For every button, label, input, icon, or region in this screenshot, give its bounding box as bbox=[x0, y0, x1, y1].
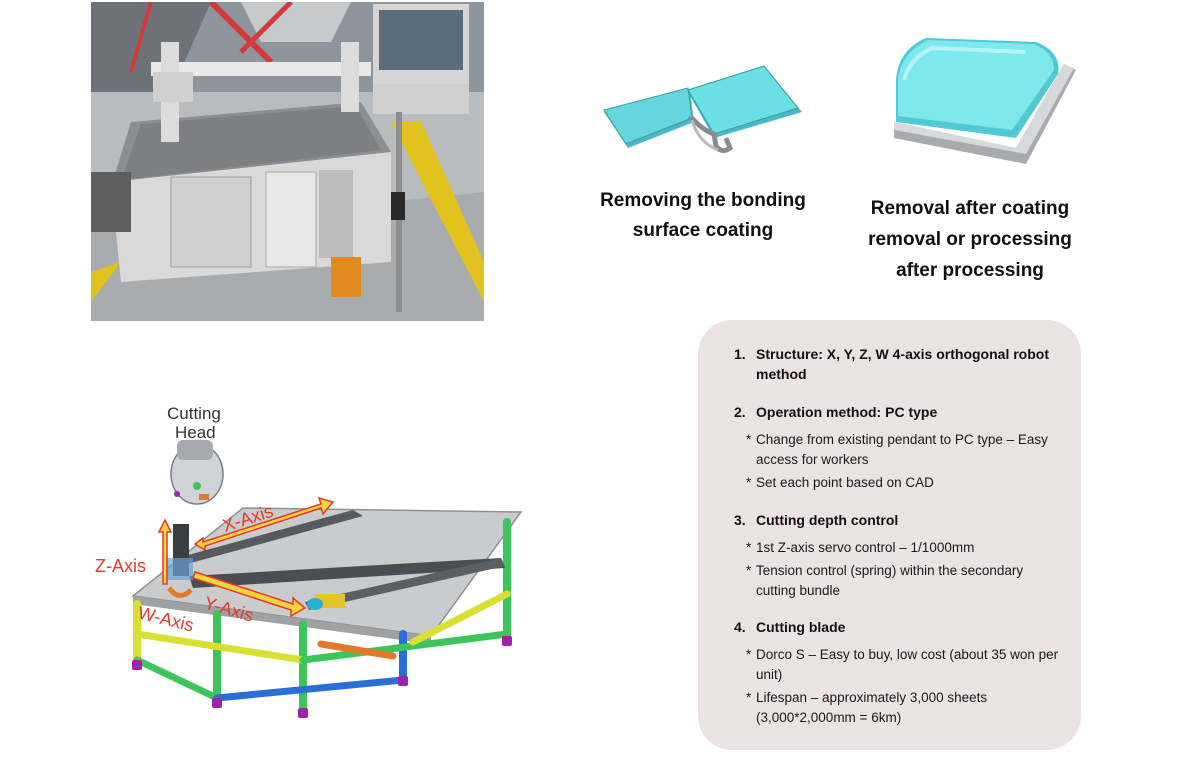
axis-diagram: Cutting Head X-Axis Y-Axis Z-Axis W-Axis bbox=[93, 398, 525, 728]
spec-number: 2. bbox=[734, 404, 746, 420]
spec-section-operation: 2. Operation method: PC type * Change fr… bbox=[734, 402, 1064, 493]
spec-title-text: Structure: X, Y, Z, W 4-axis orthogonal … bbox=[756, 346, 1049, 382]
spec-title-text: Cutting depth control bbox=[756, 512, 899, 528]
bullet-star-icon: * bbox=[746, 475, 752, 490]
spec-panel: 1. Structure: X, Y, Z, W 4-axis orthogon… bbox=[698, 320, 1081, 750]
spec-title: 2. Operation method: PC type bbox=[734, 402, 1064, 422]
bonding-surface-caption: Removing the bonding surface coating bbox=[600, 190, 806, 241]
spec-title-text: Cutting blade bbox=[756, 619, 846, 635]
spec-title: 4. Cutting blade bbox=[734, 617, 1064, 637]
bonding-surface-coating-icon bbox=[598, 60, 808, 160]
spec-section-blade: 4. Cutting blade * Dorco S – Easy to buy… bbox=[734, 617, 1064, 728]
cutting-head-label-line-2: Head bbox=[175, 423, 216, 442]
machine-photo-illustration bbox=[91, 2, 484, 321]
spec-bullet-text: Set each point based on CAD bbox=[756, 475, 934, 490]
spec-title: 1. Structure: X, Y, Z, W 4-axis orthogon… bbox=[734, 344, 1064, 384]
spec-bullet-text: Tension control (spring) within the seco… bbox=[756, 563, 1024, 598]
bullet-star-icon: * bbox=[746, 432, 752, 447]
spec-section-structure: 1. Structure: X, Y, Z, W 4-axis orthogon… bbox=[734, 344, 1064, 384]
spec-bullet: * Tension control (spring) within the se… bbox=[746, 561, 1064, 601]
spec-title-text: Operation method: PC type bbox=[756, 404, 938, 420]
edge-removal-caption: Removal after coating removal or process… bbox=[868, 198, 1072, 281]
spec-number: 4. bbox=[734, 619, 746, 635]
z-axis-label: Z-Axis bbox=[95, 556, 146, 576]
cutting-head-label: Cutting bbox=[167, 404, 221, 423]
spec-bullet-text: 1st Z-axis servo control – 1/1000mm bbox=[756, 540, 975, 555]
spec-bullet: * Lifespan – approximately 3,000 sheets … bbox=[746, 688, 1064, 728]
edge-coating-removal-icon bbox=[886, 30, 1080, 170]
bullet-star-icon: * bbox=[746, 690, 752, 705]
bullet-star-icon: * bbox=[746, 540, 752, 555]
bullet-star-icon: * bbox=[746, 563, 752, 578]
spec-number: 3. bbox=[734, 512, 746, 528]
spec-bullet: * Set each point based on CAD bbox=[746, 473, 1064, 493]
machine-photo bbox=[91, 2, 484, 321]
spec-bullet: * Change from existing pendant to PC typ… bbox=[746, 430, 1064, 470]
bullet-star-icon: * bbox=[746, 647, 752, 662]
spec-bullet: * Dorco S – Easy to buy, low cost (about… bbox=[746, 645, 1064, 685]
spec-bullet-text: Lifespan – approximately 3,000 sheets (3… bbox=[756, 690, 988, 725]
spec-section-depth: 3. Cutting depth control * 1st Z-axis se… bbox=[734, 510, 1064, 601]
spec-bullet-text: Dorco S – Easy to buy, low cost (about 3… bbox=[756, 647, 1059, 682]
spec-bullet-text: Change from existing pendant to PC type … bbox=[756, 432, 1048, 467]
spec-title: 3. Cutting depth control bbox=[734, 510, 1064, 530]
spec-bullet: * 1st Z-axis servo control – 1/1000mm bbox=[746, 538, 1064, 558]
spec-number: 1. bbox=[734, 346, 746, 362]
